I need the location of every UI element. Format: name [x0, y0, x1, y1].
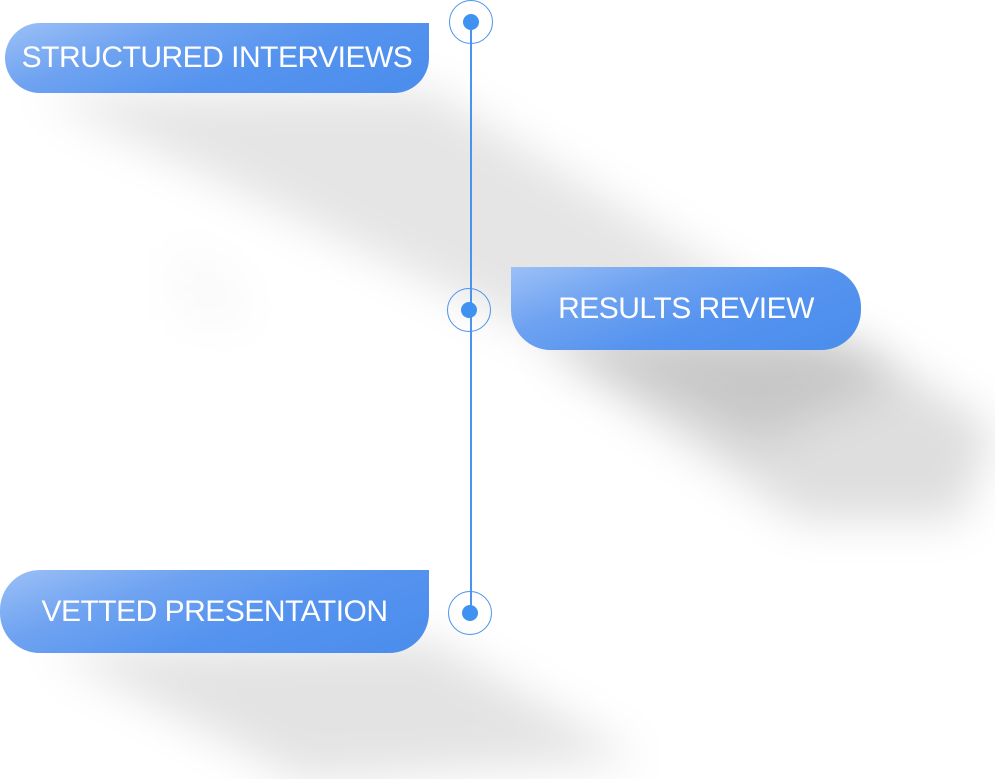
node-dot-icon [463, 14, 479, 30]
step-results-review: RESULTS REVIEW [511, 267, 861, 350]
timeline-node-3 [448, 591, 492, 635]
timeline-node-1 [449, 0, 493, 44]
step-vetted-presentation: VETTED PRESENTATION [0, 570, 429, 653]
node-dot-icon [462, 605, 478, 621]
step-label: STRUCTURED INTERVIEWS [21, 41, 413, 74]
node-dot-icon [461, 302, 477, 318]
step-structured-interviews: STRUCTURED INTERVIEWS [5, 23, 429, 93]
timeline-node-2 [447, 288, 491, 332]
step-label: VETTED PRESENTATION [41, 594, 388, 628]
step-label: RESULTS REVIEW [558, 291, 814, 325]
